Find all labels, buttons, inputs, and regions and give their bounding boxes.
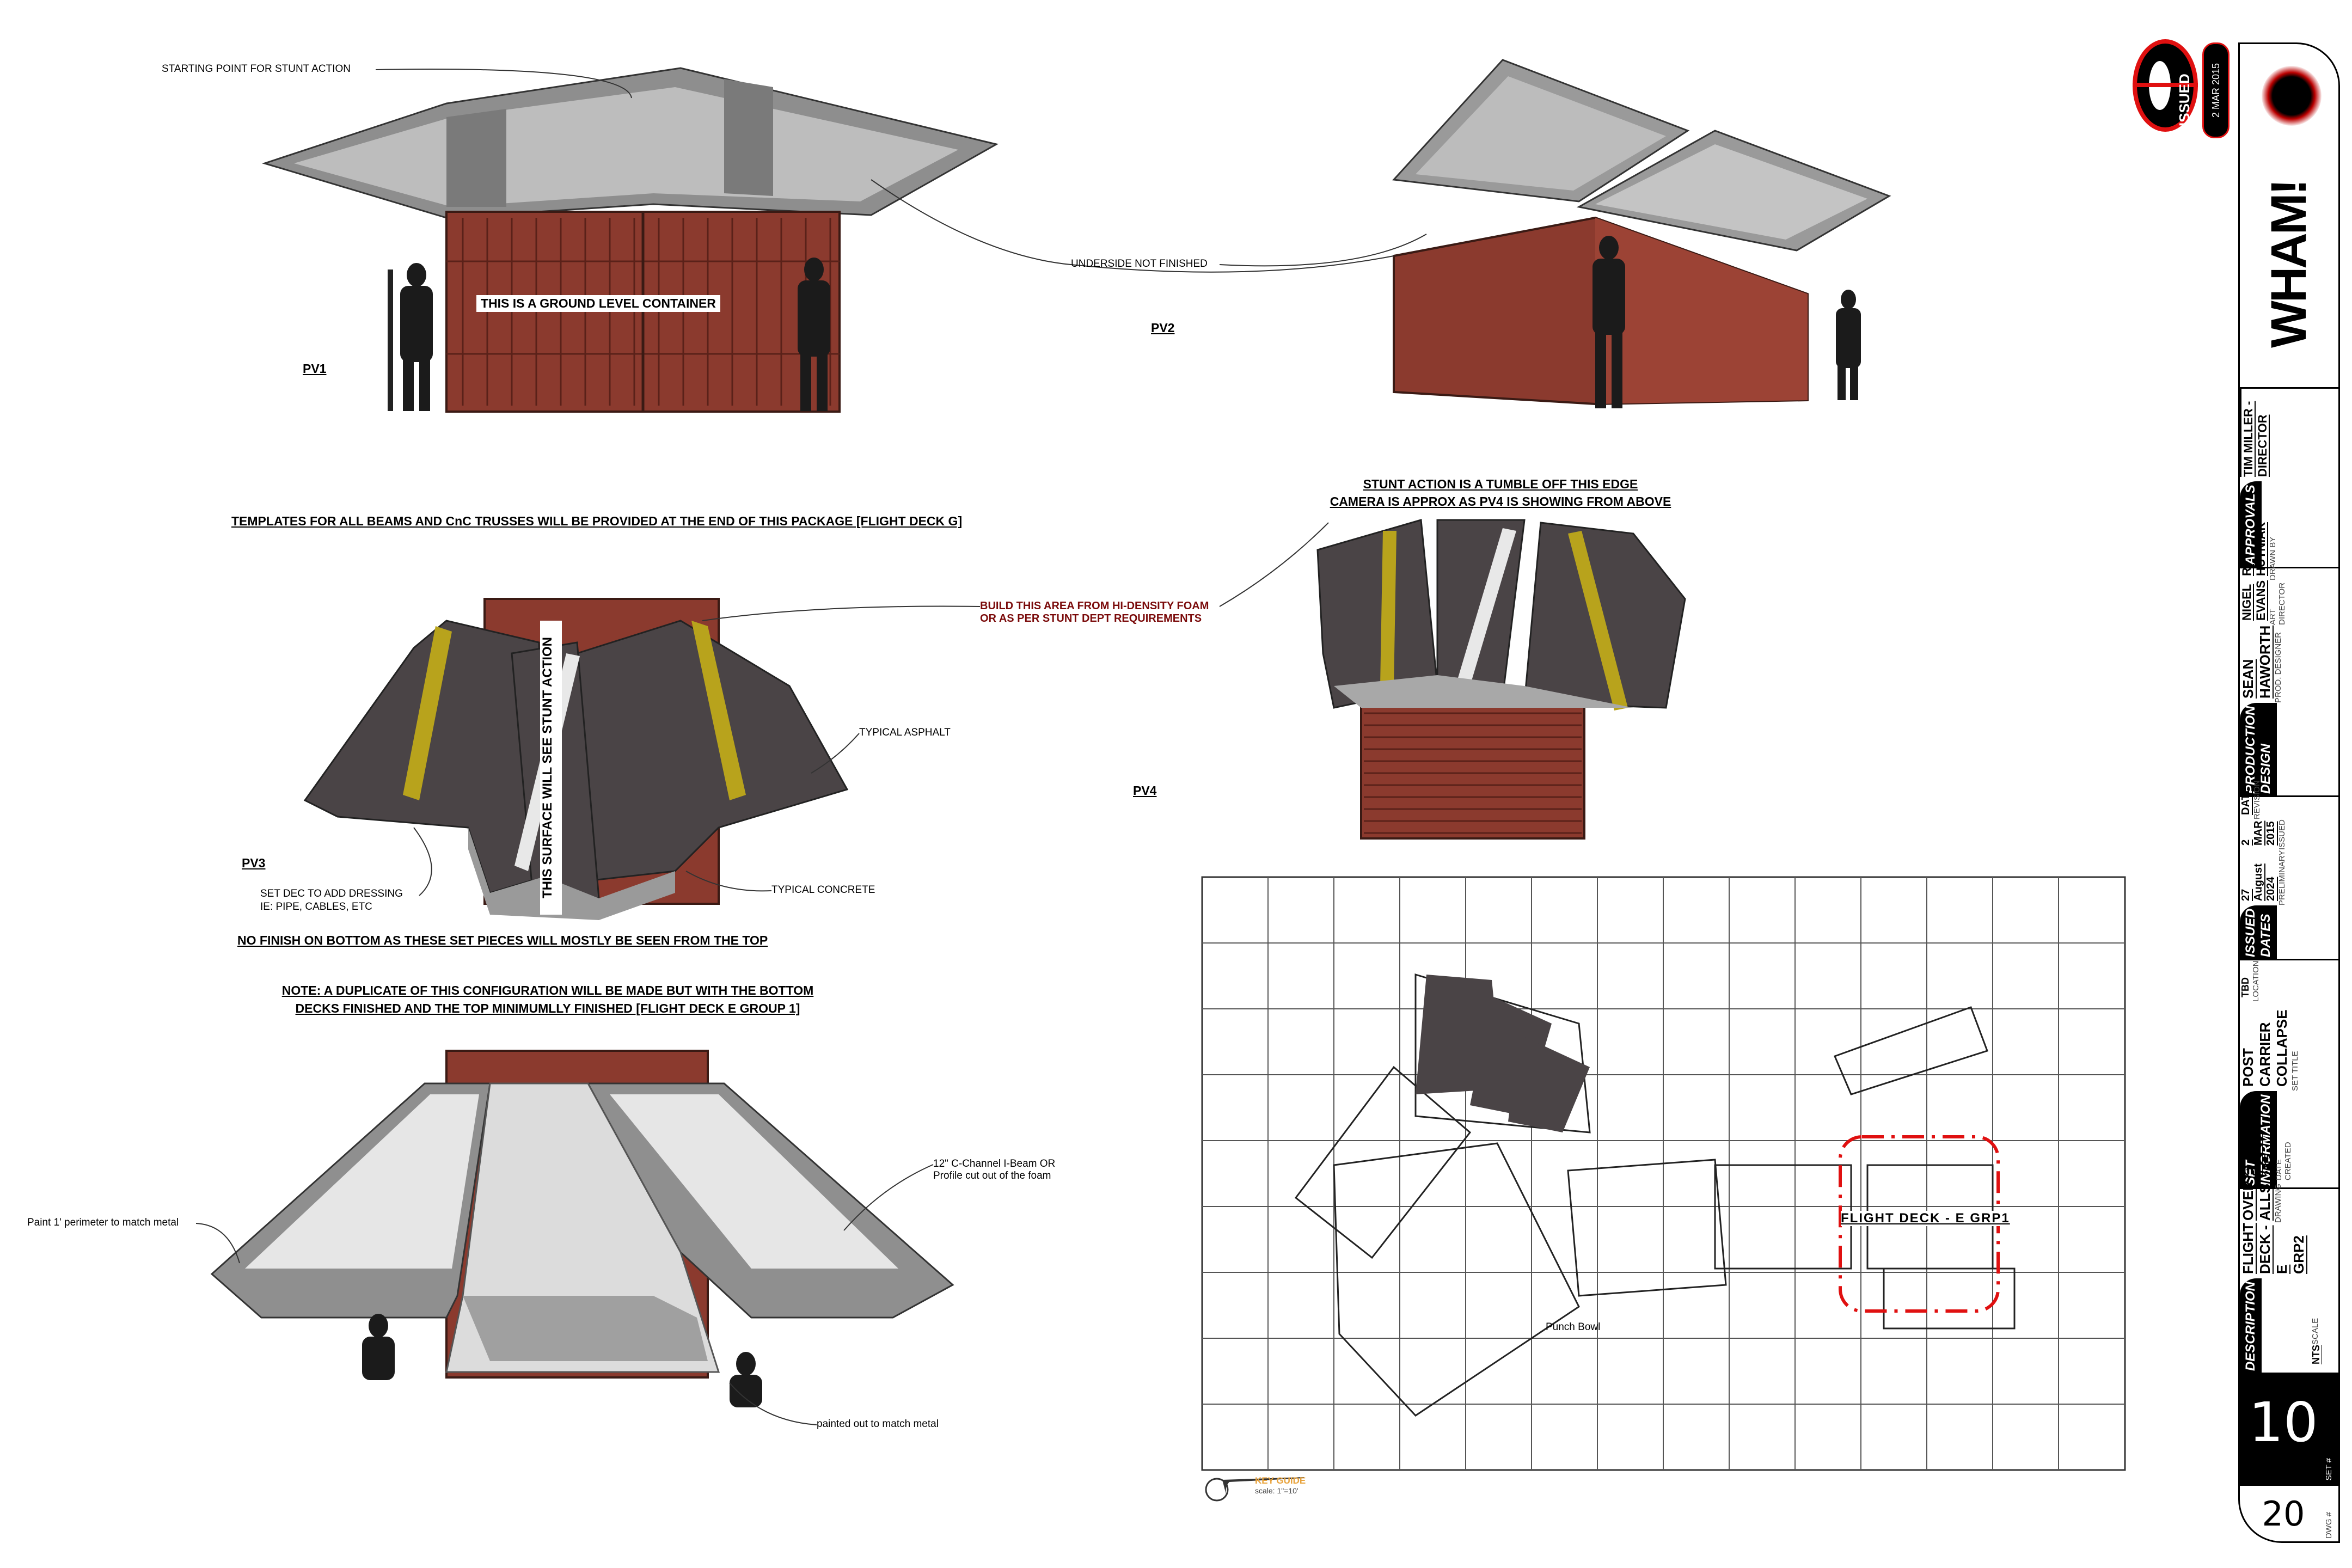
- description-scale-label: SCALE: [2311, 1318, 2320, 1345]
- note-stunt-tumble: STUNT ACTION IS A TUMBLE OFF THIS EDGE: [1363, 477, 1638, 491]
- art-director-role: ART DIRECTOR: [2268, 583, 2287, 626]
- bottom-perspective-view: [195, 1050, 954, 1425]
- description-header: DESCRIPTION: [2240, 1278, 2262, 1374]
- dwg-number-box: 20 DWG #: [2240, 1484, 2338, 1541]
- drawn-by-role: DRAWN BY: [2268, 536, 2277, 581]
- date-issued: 2 MAR 2015: [2240, 820, 2277, 846]
- annotation-set-dec-line1: SET DEC TO ADD DRESSING: [260, 888, 403, 899]
- note-duplicate-line2: DECKS FINISHED AND THE TOP MINIMUMLLY FI…: [295, 1001, 800, 1015]
- description-drawing: OVER ALLS: [2240, 1180, 2273, 1221]
- logo-wham: WHAM!: [2261, 181, 2317, 348]
- annotation-set-dec: SET DEC TO ADD DRESSING IE: PIPE, CABLES…: [260, 887, 403, 914]
- key-guide-symbol: [1205, 1477, 1304, 1502]
- annotation-typical-asphalt: TYPICAL ASPHALT: [859, 727, 951, 738]
- set-title: POST CARRIER COLLAPSE: [2240, 1009, 2290, 1087]
- title-block-logo: WHAM!: [2240, 44, 2338, 387]
- set-title-label: SET TITLE: [2290, 1051, 2300, 1092]
- date-issued-label: ISSUED: [2277, 819, 2287, 850]
- date-preliminary: 27 August 2024: [2240, 863, 2277, 901]
- drawn-by-name: R. HUTNIAK: [2240, 522, 2268, 577]
- annotation-paint-perimeter: Paint 1' perimeter to match metal: [27, 1217, 179, 1228]
- view-label-pv4: PV4: [1133, 783, 1157, 798]
- set-location-label: LOCATION: [2251, 960, 2261, 1002]
- stamp-date: 2 MAR 2015: [2202, 42, 2230, 138]
- set-number-label: SET #: [2324, 1457, 2333, 1480]
- description-drawing-label: DRAWING: [2274, 1184, 2283, 1223]
- approvals-director: TIM MILLER - DIRECTOR: [2240, 389, 2270, 477]
- note-no-finish: NO FINISH ON BOTTOM AS THESE SET PIECES …: [237, 933, 768, 947]
- note-build-area-line1: BUILD THIS AREA FROM HI-DENSITY FOAM: [980, 600, 1209, 612]
- note-build-area: BUILD THIS AREA FROM HI-DENSITY FOAM OR …: [980, 600, 1209, 625]
- key-guide-title: KEY GUIDE: [1255, 1475, 1306, 1486]
- note-duplicate-line1: NOTE: A DUPLICATE OF THIS CONFIGURATION …: [281, 983, 814, 997]
- annotation-set-dec-line2: IE: PIPE, CABLES, ETC: [260, 901, 372, 912]
- logo-splatter-icon: [2262, 66, 2322, 126]
- plan-label-flight-deck-grp1: FLIGHT DECK - E GRP1: [1841, 1211, 2010, 1226]
- note-templates: TEMPLATES FOR ALL BEAMS AND CnC TRUSSES …: [231, 514, 963, 528]
- annotation-ground-container: THIS IS A GROUND LEVEL CONTAINER: [476, 295, 720, 312]
- annotation-starting-point: STARTING POINT FOR STUNT ACTION: [162, 63, 351, 75]
- set-number: 10: [2249, 1391, 2318, 1454]
- annotation-c-channel-line2: Profile cut out of the foam: [933, 1170, 1051, 1181]
- note-build-area-line2: OR AS PER STUNT DEPT REQUIREMENTS: [980, 612, 1202, 624]
- key-guide-scale: scale: 1"=10': [1255, 1486, 1298, 1495]
- annotation-c-channel-line1: 12" C-Channel I-Beam OR: [933, 1158, 1056, 1169]
- view-label-pv1: PV1: [303, 362, 327, 376]
- set-number-box: 10 SET #: [2240, 1373, 2338, 1486]
- art-director-name: NIGEL EVANS: [2240, 580, 2268, 621]
- description-date-created: 23 February 2015: [2240, 1134, 2274, 1177]
- scale-figure-person: [400, 258, 830, 411]
- plan-label-punch-bowl: Punch Bowl: [1546, 1321, 1601, 1333]
- view-label-pv2: PV2: [1151, 321, 1175, 335]
- annotation-c-channel: 12" C-Channel I-Beam OR Profile cut out …: [933, 1158, 1055, 1182]
- date-revision: DATE: [2240, 786, 2252, 816]
- description-title: FLIGHT DECK - E GRP2: [2240, 1223, 2307, 1274]
- section-description: DESCRIPTION FLIGHT DECK - E GRP2 OVER AL…: [2240, 1134, 2338, 1374]
- dwg-number: 20: [2262, 1494, 2305, 1534]
- pv2-perspective-view: [871, 59, 1891, 408]
- section-approvals: APPROVALS TIM MILLER - DIRECTOR: [2240, 387, 2338, 568]
- designer-role: PROD. DESIGNER: [2274, 632, 2283, 703]
- issued-dates-header: ISSUED DATES: [2240, 905, 2277, 960]
- view-label-pv3: PV3: [242, 856, 266, 870]
- annotation-painted-out: painted out to match metal: [817, 1418, 939, 1430]
- title-block: WHAM! APPROVALS TIM MILLER - DIRECTOR PR…: [2238, 42, 2340, 1543]
- site-plan: [1201, 876, 2126, 1471]
- stamp-label: ISSUED: [2176, 74, 2192, 126]
- annotation-typical-concrete: TYPICAL CONCRETE: [771, 884, 875, 896]
- annotation-surface-stunt: THIS SURFACE WILL SEE STUNT ACTION: [540, 621, 562, 915]
- annotation-underside: UNDERSIDE NOT FINISHED: [1071, 258, 1208, 270]
- designer-name: SEAN HAWORTH: [2240, 625, 2273, 699]
- set-location: TBD: [2240, 977, 2251, 997]
- date-preliminary-label: PRELIMINARY: [2277, 850, 2287, 905]
- description-date-created-label: DATE CREATED: [2274, 1142, 2293, 1181]
- pv1-perspective-view: [261, 67, 999, 413]
- issued-stamp: ISSUED: [2133, 39, 2198, 132]
- note-camera-approx: CAMERA IS APPROX AS PV4 IS SHOWING FROM …: [1330, 494, 1671, 509]
- date-revision-label: REVISION: [2252, 780, 2262, 820]
- dwg-number-label: DWG #: [2324, 1511, 2333, 1539]
- pv4-top-view: [1316, 519, 1686, 840]
- description-scale: NTS: [2311, 1345, 2322, 1364]
- pv3-perspective-view: [303, 522, 1329, 920]
